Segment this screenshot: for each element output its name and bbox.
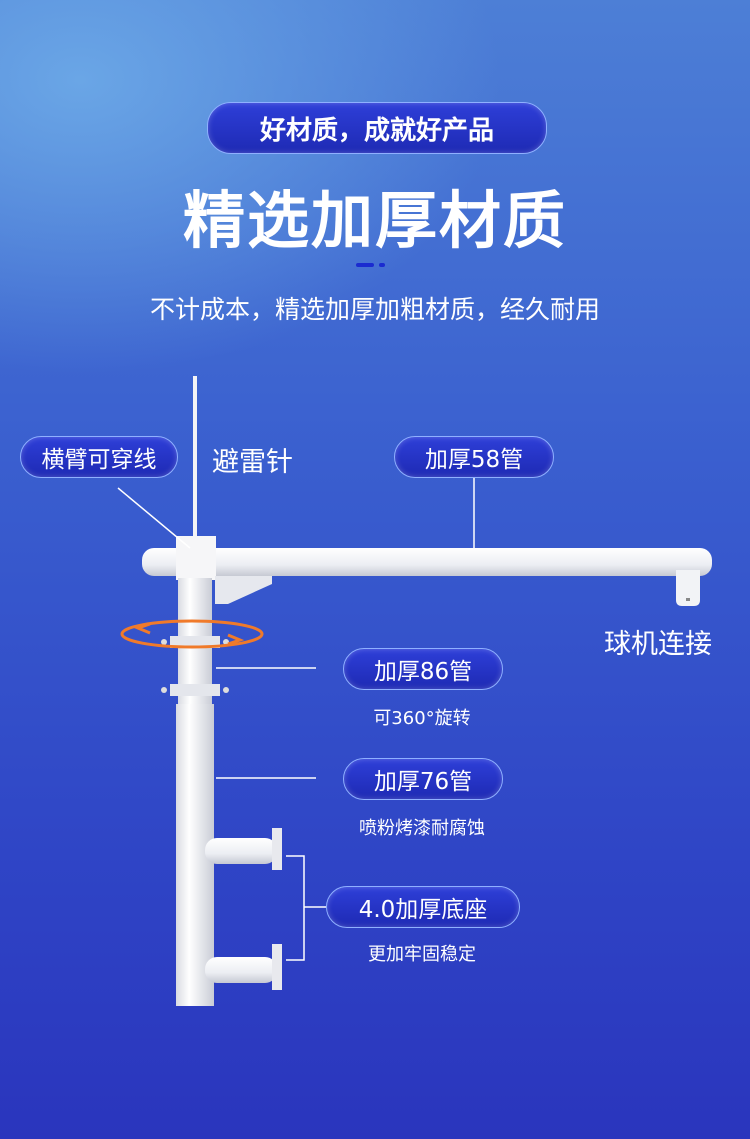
pipe86-badge: 加厚86管 xyxy=(343,648,503,690)
pipe76-note: 喷粉烤漆耐腐蚀 xyxy=(359,818,485,839)
tagline-text: 好材质，成就好产品 xyxy=(259,115,494,146)
crossarm-label: 横臂可穿线 xyxy=(41,447,157,473)
camera-connect-label: 球机连接 xyxy=(604,629,712,660)
base-badge: 4.0加厚底座 xyxy=(326,886,520,928)
base-arm-lower xyxy=(205,957,277,983)
camera-mount xyxy=(676,570,700,606)
pipe86-label: 加厚86管 xyxy=(373,659,473,685)
base-arm-upper xyxy=(205,838,277,864)
pipe58-badge: 加厚58管 xyxy=(394,436,554,478)
pipe76-label: 加厚76管 xyxy=(373,769,473,795)
rotation-arrow-icon xyxy=(120,619,264,649)
pipe76-badge: 加厚76管 xyxy=(343,758,503,800)
crossarm-badge: 横臂可穿线 xyxy=(20,436,178,478)
tagline-badge: 好材质，成就好产品 xyxy=(207,102,547,154)
arm-junction xyxy=(176,536,216,580)
base-note: 更加牢固稳定 xyxy=(368,944,476,965)
title-divider xyxy=(356,263,374,267)
pipe58-label: 加厚58管 xyxy=(424,447,524,473)
page-title: 精选加厚材质 xyxy=(182,184,567,257)
title-divider-dot xyxy=(379,263,385,267)
pipe86-note: 可360°旋转 xyxy=(373,708,471,729)
lightning-rod xyxy=(193,376,197,536)
page-subtitle: 不计成本，精选加厚加粗材质，经久耐用 xyxy=(149,295,600,324)
cross-arm xyxy=(142,548,712,576)
base-label: 4.0加厚底座 xyxy=(358,897,488,923)
lightning-rod-label: 避雷针 xyxy=(212,447,293,478)
arm-bracket xyxy=(215,576,272,604)
